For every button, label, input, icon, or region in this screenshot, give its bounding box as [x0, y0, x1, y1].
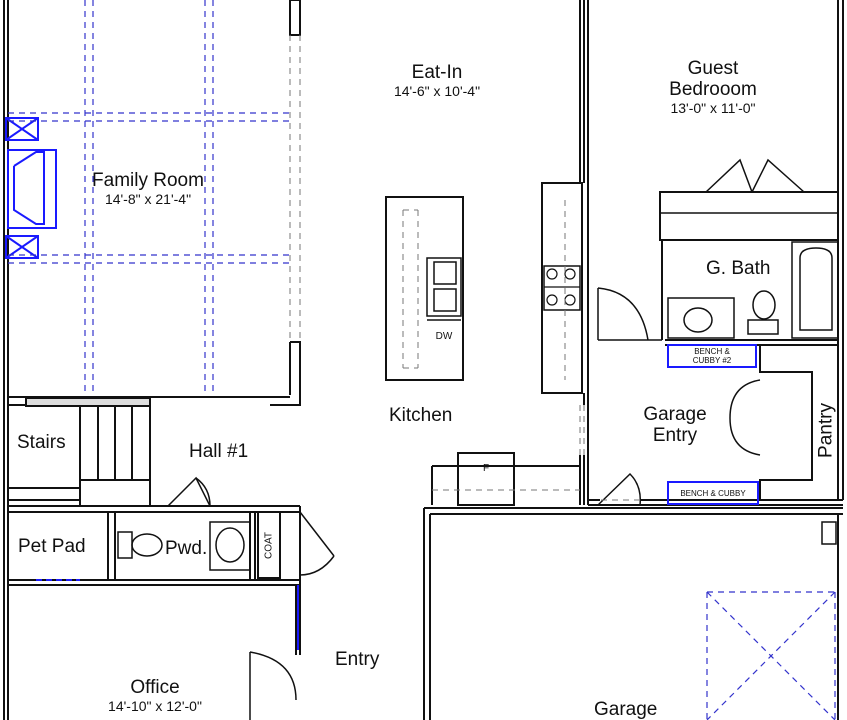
center-walls — [579, 0, 589, 505]
guest-bedroom-label: Guest Bedrooom 13'-0" x 11'-0" — [628, 58, 798, 116]
garage-entry-name-1: Garage — [643, 404, 707, 425]
pet-pad-label: Pet Pad — [18, 536, 86, 557]
office-name: Office — [130, 677, 180, 698]
g-bath-label: G. Bath — [706, 258, 771, 279]
hall-label: Hall #1 — [189, 441, 249, 462]
eat-in-dims: 14'-6" x 10'-4" — [393, 83, 481, 99]
bench-cubby — [667, 481, 759, 505]
coat-label: COAT — [263, 531, 275, 560]
pantry-walls — [729, 345, 813, 500]
powder-fixtures — [117, 521, 251, 571]
family-room-name: Family Room — [92, 170, 204, 191]
entry-label: Entry — [335, 649, 380, 670]
family-room-dims: 14'-8" x 21'-4" — [104, 191, 192, 207]
office-dims: 14'-10" x 12'-0" — [108, 698, 202, 714]
powder-label: Pwd. — [165, 538, 208, 559]
family-room-label: Family Room 14'-8" x 21'-4" — [63, 170, 233, 207]
guest-bedroom-name-1: Guest — [687, 58, 739, 79]
cooktop-counter — [541, 182, 583, 394]
counter-outlines — [289, 35, 640, 501]
garage-entry-name-2: Entry — [652, 425, 698, 446]
guest-bedroom-dims: 13'-0" x 11'-0" — [670, 100, 756, 116]
bench-cubby-label: BENCH & CUBBY — [680, 489, 746, 498]
bedroom-closet — [659, 158, 839, 241]
ceiling-beams — [8, 0, 836, 720]
eat-in-name: Eat-In — [411, 62, 463, 83]
dishwasher-label: DW — [435, 331, 453, 342]
office-label: Office 14'-10" x 12'-0" — [70, 677, 240, 714]
bench-cubby-2 — [667, 344, 757, 368]
guest-bedroom-name-2: Bedrooom — [669, 79, 757, 100]
bath-walls — [661, 240, 839, 346]
stairs — [8, 397, 151, 507]
kitchen-label: Kitchen — [389, 405, 453, 426]
coat-door — [299, 511, 335, 576]
stairs-label: Stairs — [17, 432, 66, 453]
garage-walls — [423, 507, 843, 720]
pantry-label: Pantry — [815, 403, 837, 458]
kitchen-lower-counter — [431, 452, 580, 506]
kitchen-island — [385, 196, 464, 381]
office-door — [249, 651, 297, 720]
hall-door — [167, 476, 211, 507]
exterior-wall-left — [3, 0, 9, 720]
fireplace — [5, 117, 57, 259]
office-accent — [36, 579, 299, 650]
garage-entry-label: Garage Entry — [620, 404, 730, 446]
bench-cubby-2-line1: BENCH & — [694, 347, 730, 356]
bath-door — [597, 287, 662, 341]
fridge-label: F — [482, 463, 490, 474]
bench-cubby-2-label: BENCH & CUBBY #2 — [668, 347, 756, 365]
bench-cubby-2-line2: CUBBY #2 — [692, 356, 732, 365]
eat-in-label: Eat-In 14'-6" x 10'-4" — [352, 62, 522, 99]
garage-label: Garage — [594, 699, 658, 720]
office-walls — [295, 585, 301, 655]
